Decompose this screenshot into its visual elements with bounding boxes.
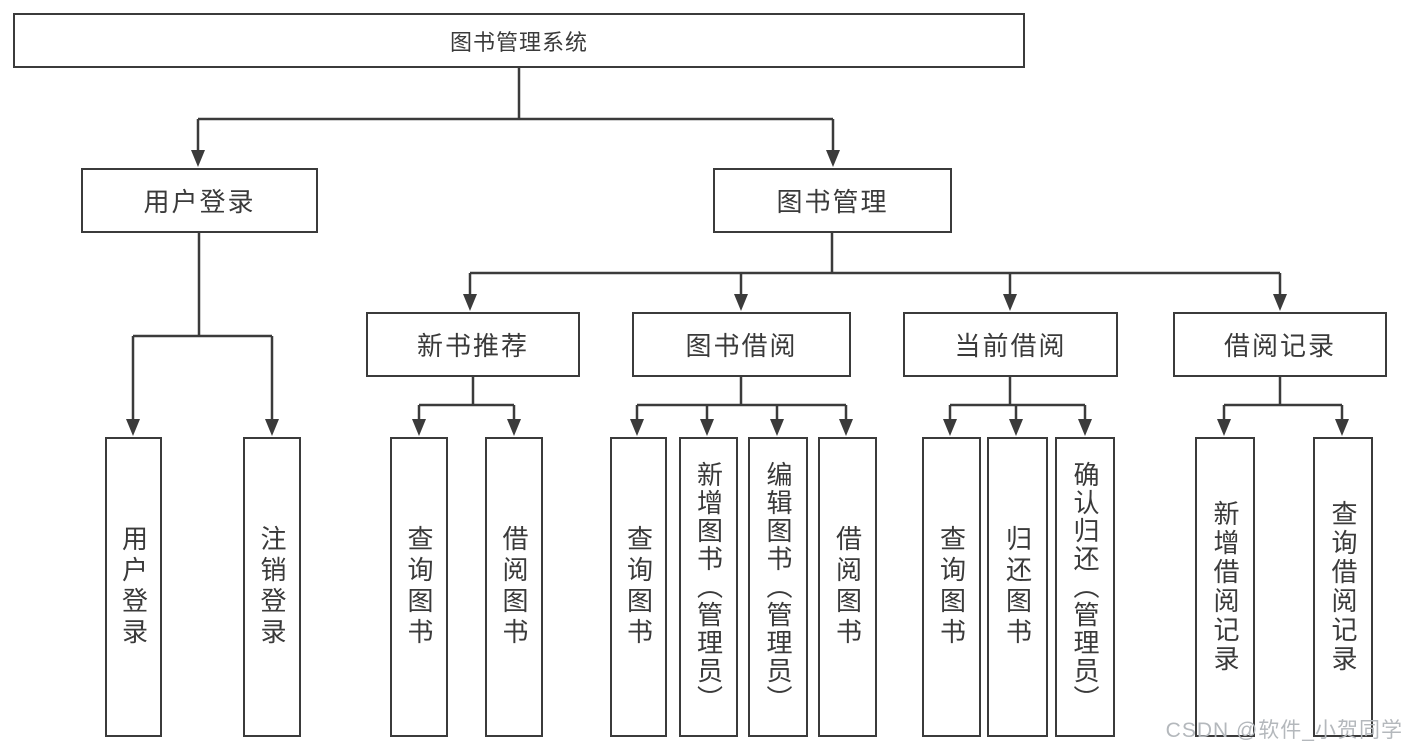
leaf-query-books-c: 查询图书: [922, 437, 981, 737]
node-current-borrowing: 当前借阅: [903, 312, 1118, 377]
node-book-management: 图书管理: [713, 168, 952, 233]
node-book-borrowing: 图书借阅: [632, 312, 851, 377]
leaf-query-books-b: 查询图书: [610, 437, 667, 737]
leaf-logout: 注销登录: [243, 437, 301, 737]
node-user-login: 用户登录: [81, 168, 318, 233]
leaf-add-borrow-record: 新增借阅记录: [1195, 437, 1255, 737]
leaf-confirm-return-admin: 确认归还（管理员）: [1055, 437, 1115, 737]
leaf-query-borrow-record: 查询借阅记录: [1313, 437, 1373, 737]
node-new-book-recommendation: 新书推荐: [366, 312, 580, 377]
leaf-edit-book-admin: 编辑图书（管理员）: [748, 437, 808, 737]
leaf-return-book: 归还图书: [987, 437, 1048, 737]
leaf-query-books-a: 查询图书: [390, 437, 448, 737]
leaf-borrow-books-a: 借阅图书: [485, 437, 543, 737]
node-library-system: 图书管理系统: [13, 13, 1025, 68]
leaf-user-login: 用户登录: [105, 437, 162, 737]
csdn-watermark: CSDN @软件_小贺同学: [1165, 719, 1403, 742]
node-borrowing-records: 借阅记录: [1173, 312, 1387, 377]
connector-lines: [131, 68, 1344, 422]
leaf-add-book-admin: 新增图书（管理员）: [679, 437, 738, 737]
leaf-borrow-books-b: 借阅图书: [818, 437, 877, 737]
